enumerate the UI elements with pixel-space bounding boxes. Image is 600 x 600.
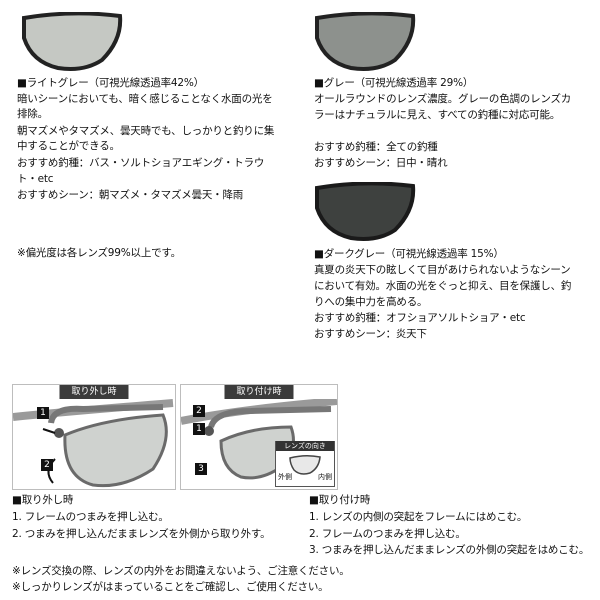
lens-orientation-icon (289, 454, 321, 475)
knob (54, 428, 64, 438)
dark-grey-fishing: おすすめ釣種：オフショアソルトショア・etc (314, 312, 526, 324)
light-grey-desc-1: 暗いシーンにおいても、暗く感じることなく水面の光を (17, 93, 273, 105)
removal-illustration (13, 399, 174, 488)
attach-diagram-title: 取り付け時 (224, 385, 294, 399)
grey-heading: ■グレー（可視光線透過率 29%） (314, 77, 474, 89)
attach-step-1: 1. レンズの内側の突起をフレームにはめこむ。 (309, 511, 528, 523)
light-grey-desc-3: 朝マズメやタマズメ、曇天時でも、しっかりと釣りに集 (17, 125, 275, 137)
attach-heading: ■取り付け時 (309, 494, 371, 506)
dark-grey-desc-1: 真夏の炎天下の眩しくて目があけられないようなシーン (314, 264, 571, 276)
grey-lens-image (315, 12, 416, 71)
step-2-marker: 2 (41, 459, 53, 471)
dark-grey-scene: おすすめシーン：炎天下 (314, 328, 427, 340)
outer-label: 外側 (278, 473, 292, 481)
attach-step-2: 2. フレームのつまみを押し込む。 (309, 528, 466, 540)
dark-grey-heading: ■ダークグレー（可視光線透過率 15%） (314, 248, 504, 260)
lens-shape (22, 12, 123, 71)
removal-diagram-title: 取り外し時 (59, 385, 129, 399)
frame-rim (208, 406, 332, 429)
removal-heading: ■取り外し時 (12, 494, 74, 506)
knob (204, 426, 214, 436)
arrow-1 (42, 428, 56, 434)
step-3-marker: 3 (195, 463, 207, 475)
step-2-marker: 2 (193, 405, 205, 417)
light-grey-desc-4: 中することができる。 (17, 140, 120, 152)
dark-grey-desc-2: において有効。水面の光をぐっと抑え、目を保護し、釣 (314, 280, 572, 292)
removal-diagram: 取り外し時 1 2 (12, 384, 176, 490)
light-grey-fishing-2: ト・etc (17, 173, 54, 185)
lens-shape (315, 12, 416, 71)
note-1: ※レンズ交換の際、レンズの内外をお間違えないよう、ご注意ください。 (12, 565, 350, 577)
light-grey-heading: ■ライトグレー（可視光線透過率42%） (17, 77, 204, 89)
attach-diagram: 取り付け時 2 1 3 レンズの向き 外側 内側 (180, 384, 338, 490)
light-grey-lens-image (22, 12, 123, 71)
light-grey-fishing: おすすめ釣種：バス・ソルトショアエギング・トラウ (17, 157, 265, 169)
grey-desc-1: オールラウンドのレンズ濃度。グレーの色調のレンズカ (314, 93, 572, 105)
step-1-marker: 1 (37, 407, 49, 419)
removal-step-1: 1. フレームのつまみを押し込む。 (12, 511, 169, 523)
note-2: ※しっかりレンズがはまっていることをご確認し、ご使用ください。 (12, 581, 329, 593)
grey-scene: おすすめシーン：日中・晴れ (314, 157, 448, 169)
arrow-2 (47, 458, 56, 484)
lens-orientation-key: レンズの向き 外側 内側 (275, 441, 335, 487)
dark-grey-lens-image (315, 182, 416, 241)
dark-grey-desc-3: りへの集中力を高める。 (314, 296, 428, 308)
step-1-marker: 1 (193, 423, 205, 435)
lens-shape (63, 413, 168, 488)
light-grey-scene: おすすめシーン：朝マズメ・タマズメ曇天・降雨 (17, 189, 244, 201)
removal-step-2: 2. つまみを押し込んだままレンズを外側から取り外す。 (12, 528, 271, 540)
grey-fishing: おすすめ釣種：全ての釣種 (314, 141, 438, 153)
lens-orientation-title: レンズの向き (276, 441, 334, 451)
light-grey-desc-2: 排除。 (17, 108, 48, 120)
lens-shape (315, 182, 416, 241)
attach-step-3: 3. つまみを押し込んだままレンズの外側の突起をはめこむ。 (309, 544, 590, 556)
polarization-note: ※偏光度は各レンズ99%以上です。 (17, 247, 181, 259)
frame-rim (48, 404, 164, 424)
grey-desc-2: ラーはナチュラルに見え、すべての釣種に対応可能。 (314, 109, 561, 121)
inner-label: 内側 (318, 473, 332, 481)
